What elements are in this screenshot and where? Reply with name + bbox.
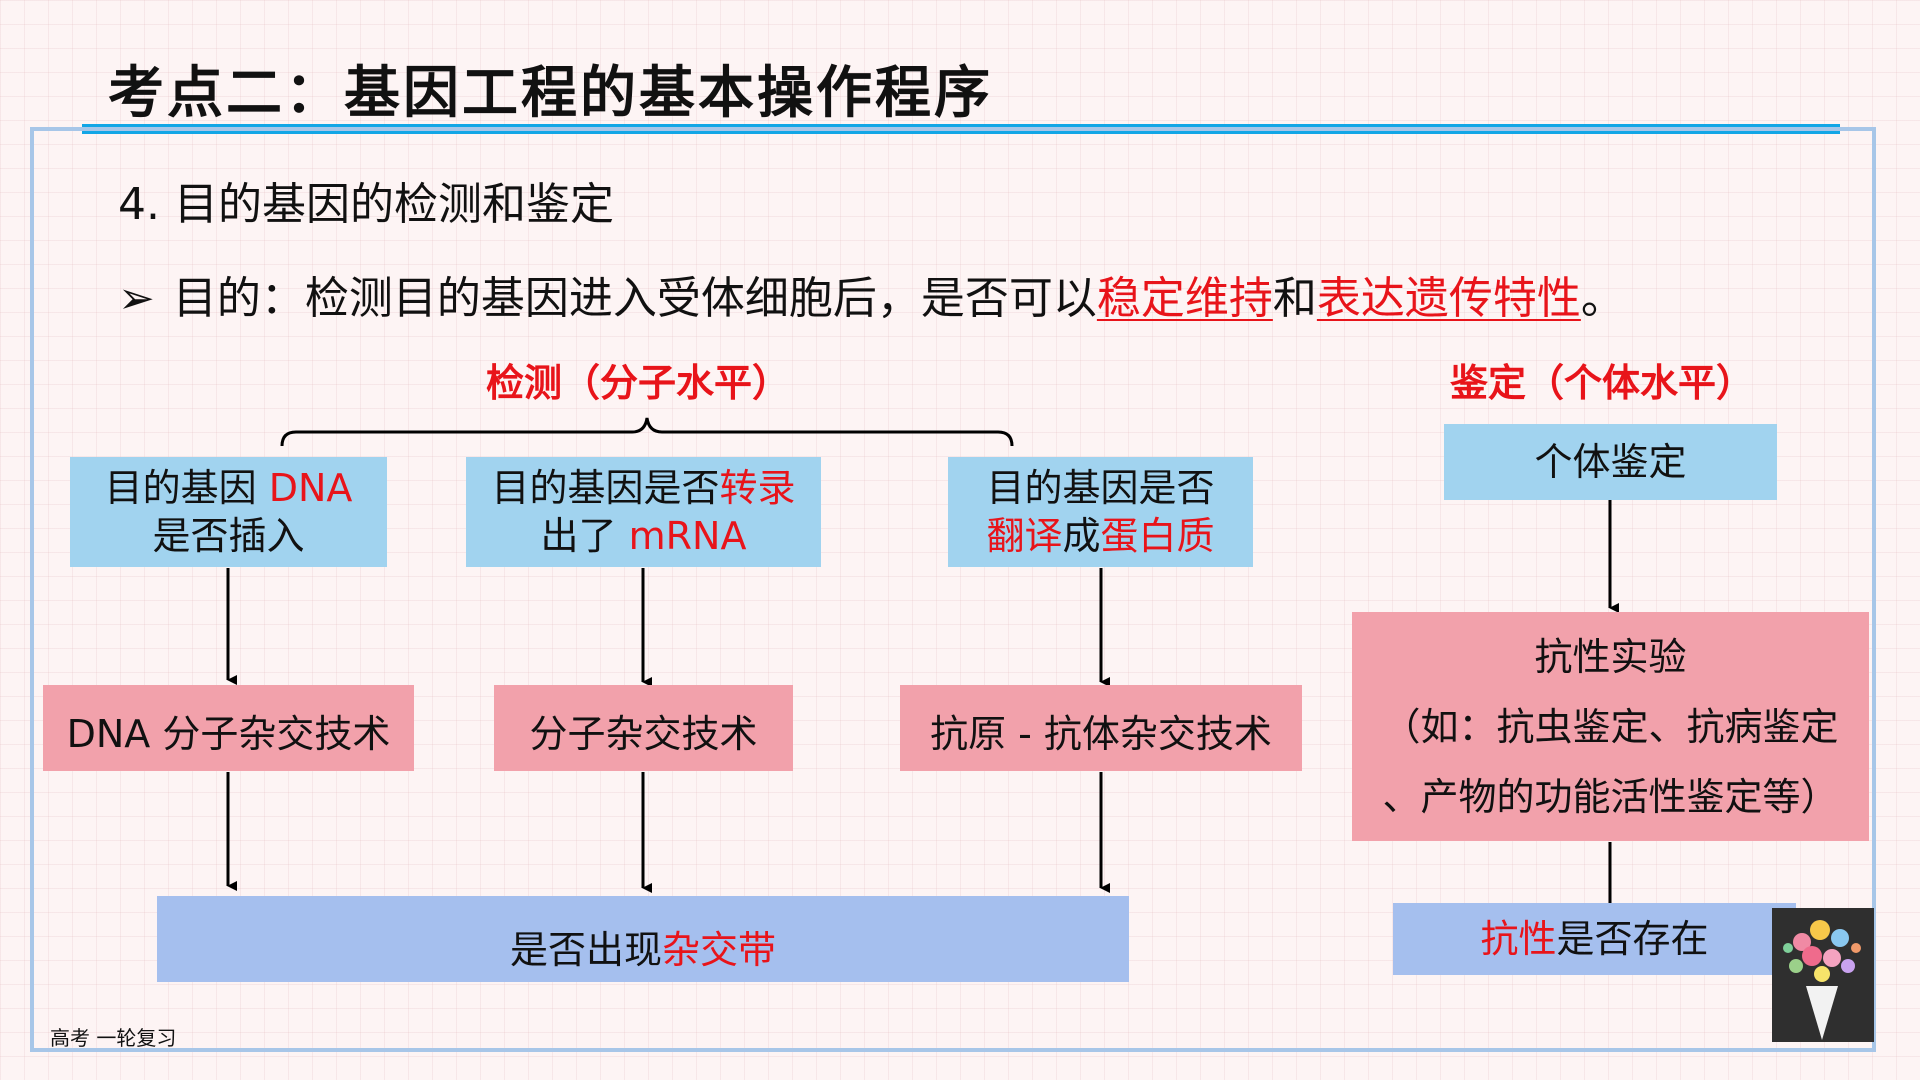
purpose-suffix: 。 <box>1580 273 1625 324</box>
result-hybrid-band: 是否出现杂交带 <box>157 896 1129 982</box>
technique-dna-hybridization: DNA 分子杂交技术 <box>43 685 414 771</box>
detection-label: 检测（分子水平） <box>486 361 791 405</box>
result-resistance-highlight: 抗性 <box>1480 917 1557 961</box>
purpose-line: ➢ 目的：检测目的基因进入受体细胞后，是否可以稳定维持和表达遗传特性。 <box>118 262 1625 326</box>
box-mrna-line1: 目的基因是否转录 <box>491 466 796 510</box>
purpose-prefix: 目的：检测目的基因进入受体细胞后，是否可以 <box>172 273 1097 324</box>
section-heading: 4. 目的基因的检测和鉴定 <box>118 179 614 230</box>
box-dna-line1: 目的基因 DNA <box>104 466 353 510</box>
box-protein-line1: 目的基因是否 <box>986 466 1215 510</box>
box-mrna-line2: 出了 mRNA <box>540 514 747 558</box>
box-dna-inserted: 目的基因 DNA 是否插入 <box>70 457 387 567</box>
content-frame <box>30 127 1876 1052</box>
result-resistance-suffix: 是否存在 <box>1556 917 1709 961</box>
identification-label: 鉴定（个体水平） <box>1450 361 1755 405</box>
result-hybrid-prefix: 是否出现 <box>509 928 662 972</box>
resistance-test-line2: （如：抗虫鉴定、抗病鉴定 <box>1382 704 1839 749</box>
result-resistance-exists: 抗性是否存在 <box>1393 903 1796 975</box>
box-protein-line2: 翻译成蛋白质 <box>986 514 1215 558</box>
box-mrna-transcribed: 目的基因是否转录 出了 mRNA <box>466 457 821 567</box>
technique-antigen-antibody: 抗原 - 抗体杂交技术 <box>900 685 1302 771</box>
bouquet-decoration-icon <box>1772 908 1874 1042</box>
footer-label: 高考 一轮复习 <box>50 1026 177 1050</box>
purpose-highlight-stable: 稳定维持 <box>1096 273 1273 324</box>
detection-brace <box>280 417 1014 447</box>
purpose-connector: 和 <box>1272 273 1317 324</box>
purpose-highlight-express: 表达遗传特性 <box>1316 273 1581 324</box>
technique-molecular-hybridization: 分子杂交技术 <box>494 685 793 771</box>
box-resistance-test: 抗性实验 （如：抗虫鉴定、抗病鉴定 、产物的功能活性鉴定等） <box>1352 612 1869 841</box>
resistance-test-line3: 、产物的功能活性鉴定等） <box>1382 774 1839 819</box>
box-individual-identification: 个体鉴定 <box>1444 424 1777 500</box>
box-protein-translated: 目的基因是否 翻译成蛋白质 <box>948 457 1253 567</box>
resistance-test-title: 抗性实验 <box>1534 634 1687 679</box>
slide-title: 考点二：基因工程的基本操作程序 <box>108 61 993 126</box>
result-hybrid-highlight: 杂交带 <box>662 928 777 972</box>
bullet-arrow-icon: ➢ <box>118 273 155 324</box>
box-dna-line2: 是否插入 <box>152 514 305 558</box>
